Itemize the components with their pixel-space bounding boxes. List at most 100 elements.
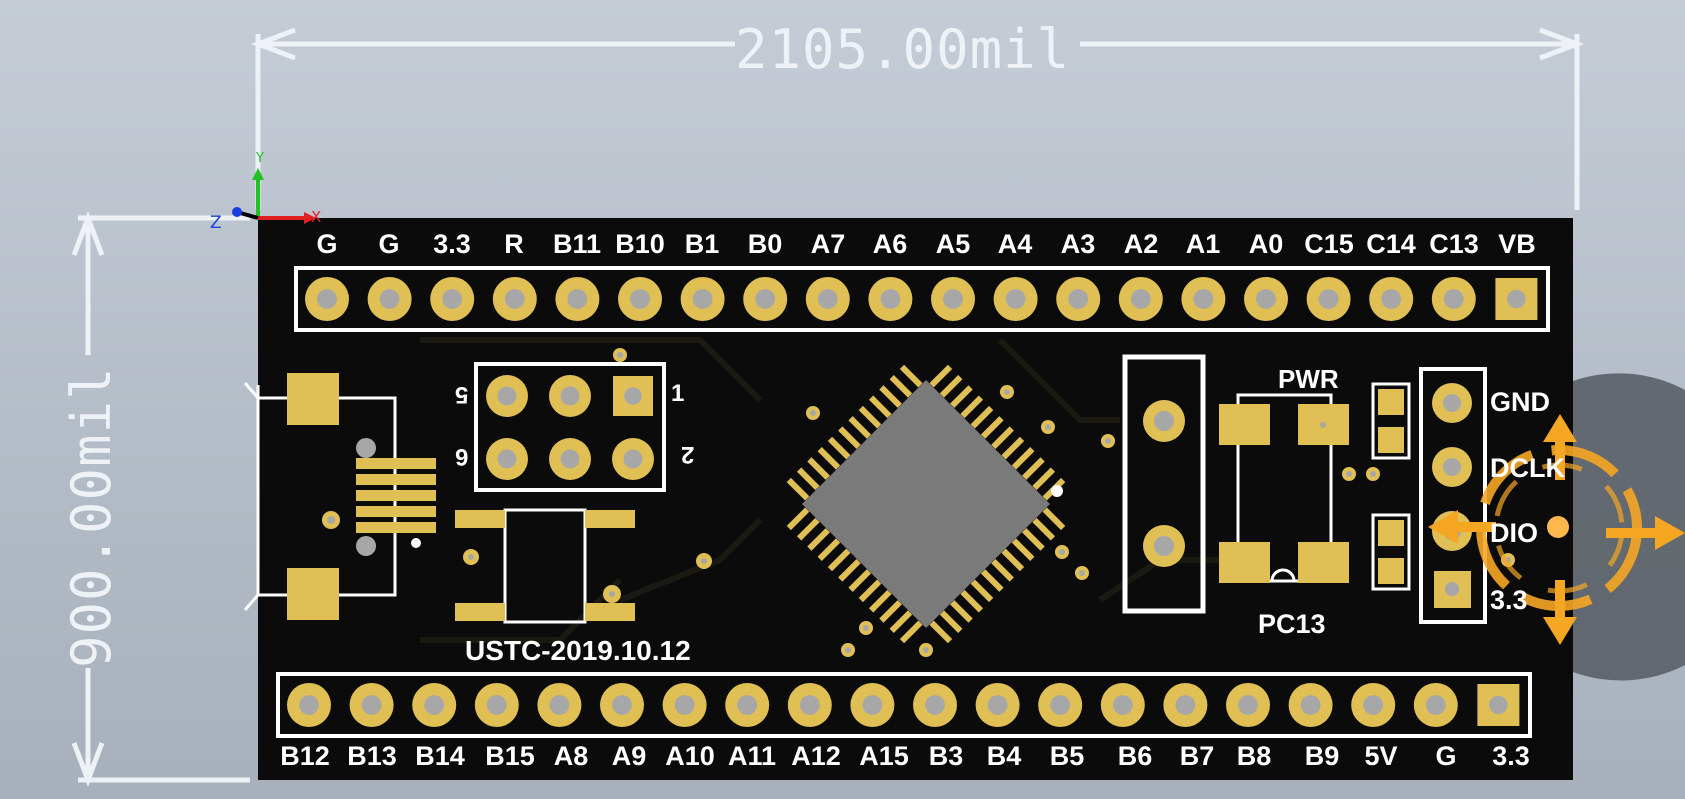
qfp-lead	[889, 610, 913, 634]
qfp-lead	[939, 610, 963, 634]
top-header-outline	[294, 266, 1550, 332]
qfp-lead	[807, 457, 830, 480]
bottom-header-pad	[349, 683, 394, 727]
bottom-header-pad	[850, 683, 895, 727]
via	[1000, 385, 1014, 399]
bottom-pin-label: B8	[1236, 741, 1272, 771]
top-pin-label: 3.3	[433, 229, 471, 259]
swd-header-pad	[549, 438, 591, 480]
header-pin2-label: 2	[681, 441, 695, 468]
bottom-pin-label: B14	[415, 741, 465, 771]
qfp-lead	[838, 558, 861, 582]
header-pin1-label: 1	[671, 380, 685, 407]
side-pin-label-dio: DIO	[1490, 518, 1539, 548]
qfp-lead	[899, 364, 923, 388]
usb-connector	[243, 373, 436, 620]
qfp-lead	[1001, 548, 1025, 572]
bottom-pin-label: B3	[928, 741, 964, 771]
top-pin-label: B1	[684, 229, 720, 259]
qfp-lead	[858, 579, 882, 603]
bottom-pin-label: B5	[1049, 741, 1085, 771]
axis-x-label: X	[311, 208, 321, 226]
via	[806, 406, 820, 420]
top-pin-label: A1	[1185, 229, 1221, 259]
bottom-pin-label: B12	[280, 741, 330, 771]
silkscreen-date-text: USTC-2019.10.12	[465, 635, 691, 666]
qfp-lead	[838, 426, 861, 450]
qfp-lead	[929, 364, 953, 388]
top-pin-label: A5	[935, 229, 971, 259]
swd-header-pad	[613, 376, 653, 416]
axis-triad-icon: Y X Z	[210, 151, 321, 233]
qfp-lead	[786, 477, 810, 501]
bottom-header-pad	[600, 683, 644, 727]
qfp-lead	[868, 395, 892, 419]
side-pin-label-gnd: GND	[1490, 387, 1550, 417]
top-header-pad	[492, 277, 537, 321]
qfp-lead	[827, 548, 851, 572]
qfp-lead	[970, 405, 994, 429]
via	[859, 621, 873, 635]
two-pin-connector	[1122, 354, 1206, 614]
bottom-pin-label: B9	[1304, 741, 1340, 771]
qfp-lead	[939, 374, 963, 398]
top-header-pad	[993, 277, 1038, 321]
top-pin-label: A0	[1248, 229, 1284, 259]
top-header-pad	[680, 277, 725, 321]
dimension-width-line	[250, 27, 1585, 210]
top-pin-label: A4	[997, 229, 1033, 259]
bottom-header-pad	[1413, 683, 1458, 727]
top-pin-label: A2	[1123, 229, 1159, 259]
top-header-pad	[367, 277, 412, 321]
qfp-lead	[980, 416, 1004, 439]
qfp-lead	[980, 569, 1004, 592]
bottom-pin-label: 3.3	[1492, 741, 1530, 771]
via	[1101, 434, 1115, 448]
bottom-pin-label: A9	[611, 741, 647, 771]
bottom-header-pad	[1288, 683, 1333, 727]
qfp-lead	[950, 600, 973, 623]
via	[1342, 467, 1356, 481]
bottom-header-pad	[1038, 683, 1083, 727]
via	[1055, 545, 1069, 559]
top-header-pad	[805, 277, 850, 321]
top-header-pad	[305, 277, 349, 321]
bottom-header-pad	[1351, 683, 1396, 727]
top-header-pad	[931, 277, 975, 321]
top-header-pad	[555, 277, 600, 321]
bottom-header-pad	[1100, 683, 1145, 727]
top-header-pad	[618, 277, 662, 321]
bottom-header-pad	[787, 683, 832, 727]
top-pin-label: VB	[1498, 229, 1536, 259]
top-header-pads	[305, 277, 1538, 321]
top-pin-label: B11	[552, 229, 602, 259]
qfp-lead	[929, 620, 953, 644]
top-pin-label: A3	[1060, 229, 1096, 259]
swd-header-pad	[549, 375, 591, 417]
qfp-lead	[807, 528, 830, 551]
qfp-lead	[786, 507, 810, 531]
bottom-header-outline	[276, 672, 1532, 738]
push-button-footprint	[1219, 393, 1349, 583]
move-gizmo-icon[interactable]	[1428, 414, 1685, 645]
top-header-pad	[430, 277, 475, 321]
pc13-label: PC13	[1258, 609, 1326, 639]
orbit-disc	[1573, 373, 1685, 681]
top-header-pad	[743, 277, 788, 321]
qfp-lead	[796, 517, 820, 541]
qfp-lead	[991, 558, 1014, 582]
via	[1366, 467, 1380, 481]
bottom-header-pad	[725, 683, 770, 727]
qfp-lead	[950, 385, 973, 408]
qfp-lead	[827, 436, 851, 460]
top-header-pad	[1369, 277, 1414, 321]
qfp-lead	[868, 589, 892, 613]
qfp-lead	[879, 600, 902, 623]
qfp-lead	[960, 589, 984, 613]
via	[613, 348, 627, 362]
bottom-pin-label: A12	[791, 741, 841, 771]
top-pin-label: C14	[1366, 229, 1416, 259]
qfp-lead	[1001, 436, 1025, 460]
side-pin-label-dclk: DCLK	[1490, 453, 1565, 483]
